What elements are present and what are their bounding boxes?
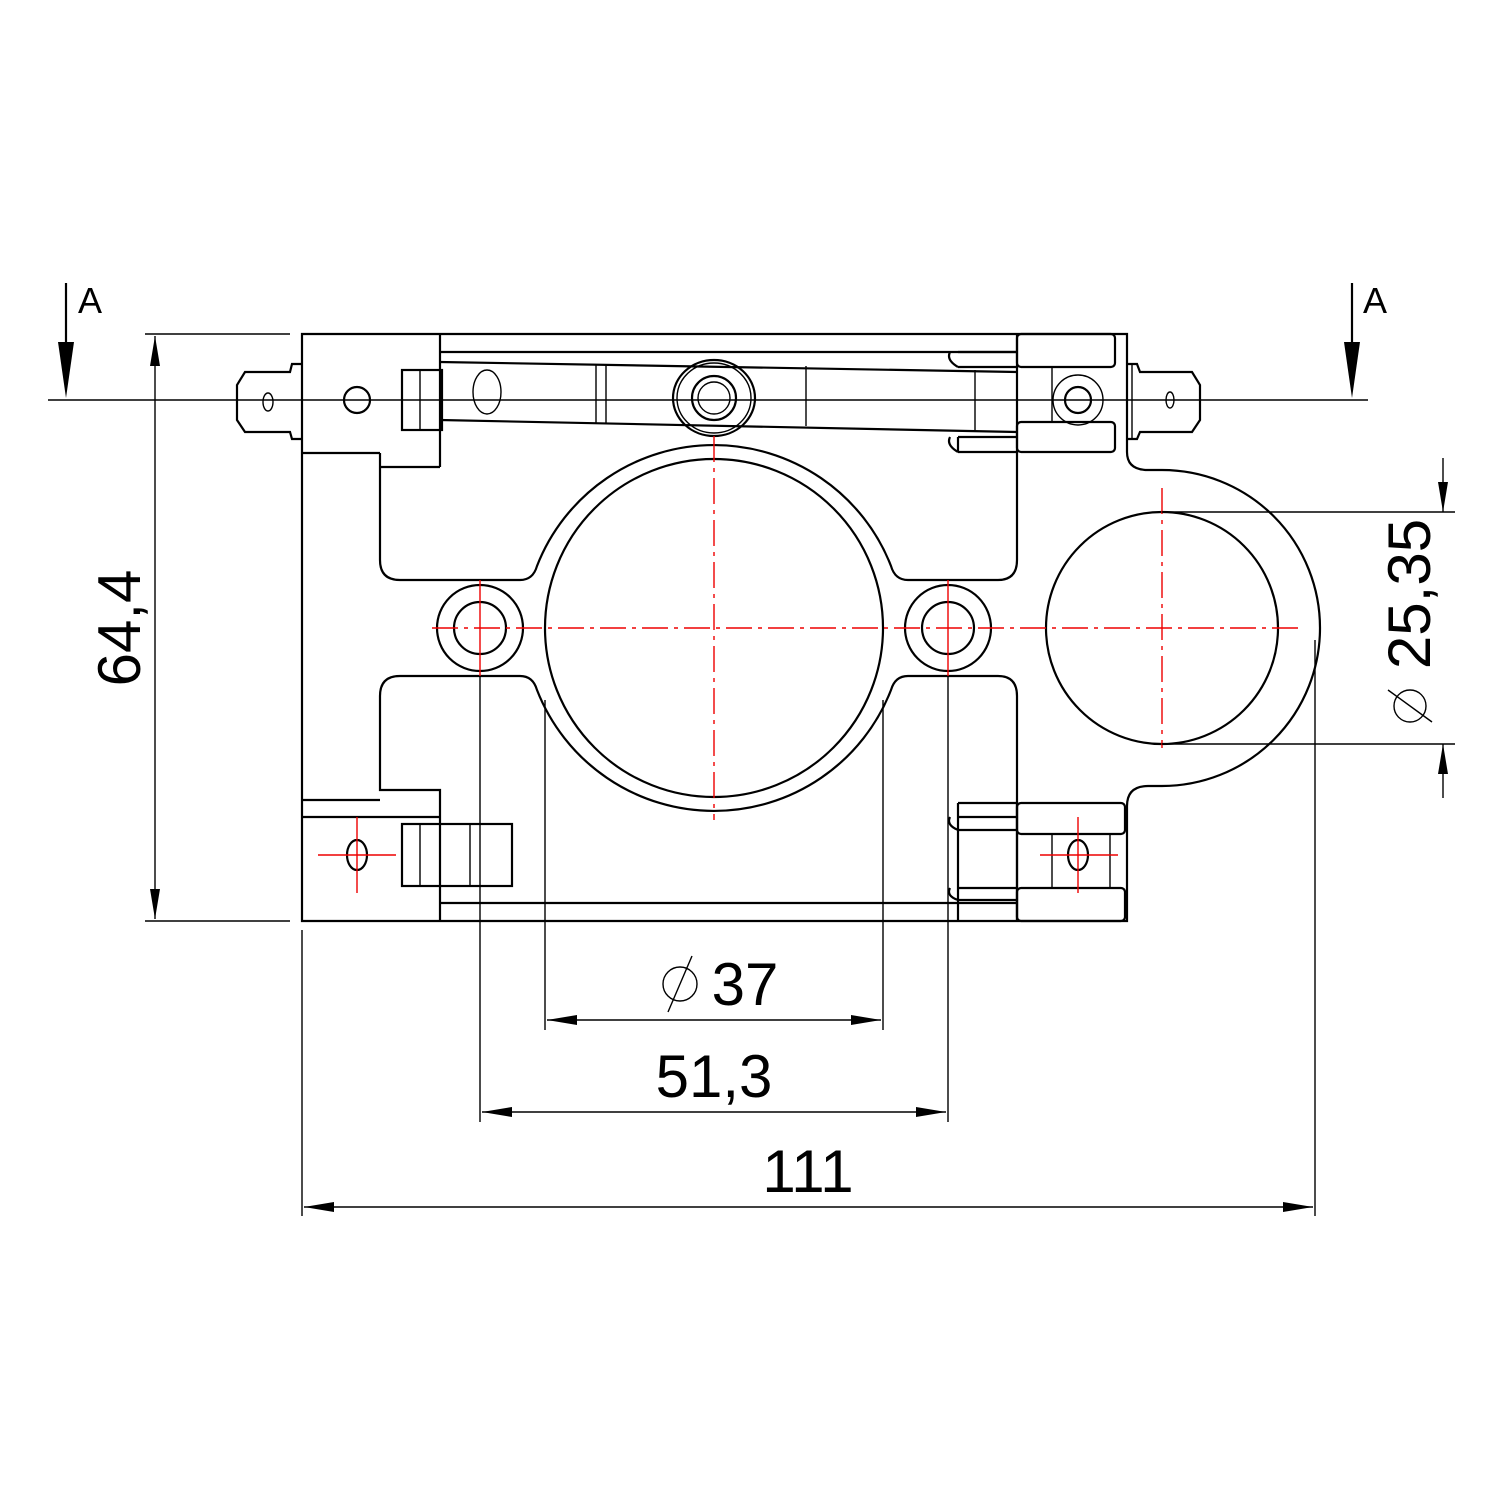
- section-label-left: A: [78, 280, 102, 321]
- dimension-overall-width: 111: [301, 640, 1316, 1216]
- dimension-small-bore-label: 25,35: [1376, 519, 1443, 669]
- bottom-right-clip: [947, 801, 1127, 923]
- pivot-bolt: [671, 358, 757, 438]
- dimension-large-bore: 37: [544, 700, 884, 1030]
- section-line: A A: [48, 280, 1387, 401]
- terminal-right: [1015, 332, 1202, 454]
- centerlines: [318, 436, 1302, 893]
- terminal-left: [235, 362, 372, 441]
- dimension-height-label: 64,4: [86, 570, 153, 687]
- diameter-icon: [1387, 689, 1433, 723]
- dimension-hole-spacing-label: 51,3: [656, 1043, 773, 1110]
- switch-lever: [400, 350, 1018, 454]
- dimension-small-bore: 25,35: [1162, 458, 1455, 798]
- dimension-hole-spacing: 51,3: [479, 676, 949, 1122]
- section-label-right: A: [1363, 280, 1387, 321]
- dimension-large-bore-label: 37: [712, 951, 779, 1018]
- dimension-overall-width-label: 111: [762, 1138, 853, 1205]
- dimension-height: 64,4: [86, 333, 290, 922]
- diameter-icon: [662, 955, 698, 1013]
